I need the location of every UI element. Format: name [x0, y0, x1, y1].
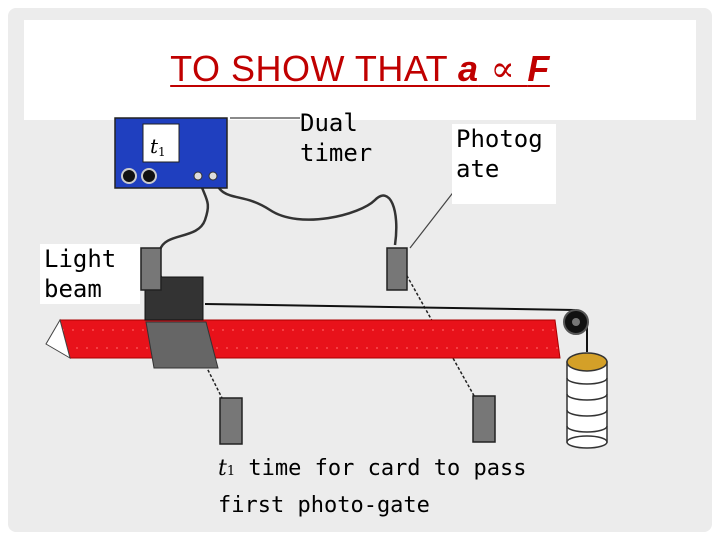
- title-prefix: TO SHOW THAT: [170, 48, 459, 89]
- slide-title: TO SHOW THAT a ∝ F: [24, 48, 696, 90]
- light-beam-label: Light beam: [40, 244, 140, 304]
- pulley-axle: [572, 318, 580, 326]
- timer-knob-right: [141, 168, 157, 184]
- photogate-2-receiver: [472, 395, 496, 443]
- photogate-pointer: [409, 189, 456, 249]
- dual-timer-label: Dual timer: [300, 109, 373, 167]
- title-proportional-symbol: ∝: [478, 49, 528, 90]
- track-end-left: [45, 318, 71, 360]
- trolley-body: [145, 321, 219, 369]
- light-beam-1: [151, 257, 229, 411]
- caption-line-2: first photo-gate: [218, 493, 430, 518]
- caption-subscript: 1: [226, 464, 236, 479]
- timer-display: t1: [150, 134, 166, 159]
- photogate-2-emitter: [386, 247, 408, 291]
- photogate-1-emitter: [140, 247, 162, 291]
- dual-timer: [114, 117, 228, 189]
- track: [45, 318, 561, 360]
- title-var-a: a: [458, 48, 479, 89]
- caption-symbol: t: [218, 456, 227, 481]
- title-var-f: F: [527, 48, 550, 89]
- trolley-card: [144, 276, 204, 321]
- timer-knob-left: [121, 168, 137, 184]
- wire-timer-to-gate1: [158, 175, 210, 251]
- caption-line-1: time for card to pass: [235, 456, 527, 481]
- timer-socket-1: [193, 171, 203, 181]
- photogate-label: Photog ate: [452, 124, 556, 204]
- caption: t1 time for card to pass first photo-gat…: [218, 452, 578, 523]
- hanging-mass: [566, 352, 608, 449]
- title-panel: TO SHOW THAT a ∝ F: [24, 20, 696, 120]
- string-horizontal: [204, 303, 576, 311]
- photogate-1-receiver: [219, 397, 243, 445]
- timer-socket-2: [208, 171, 218, 181]
- wire-timer-to-gate2: [211, 175, 398, 246]
